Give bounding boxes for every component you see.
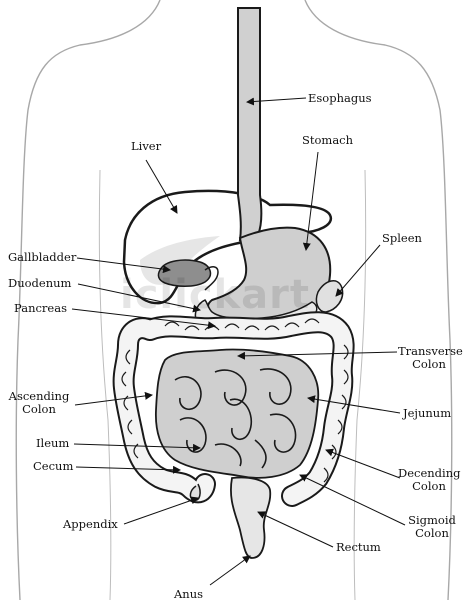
gallbladder-shape xyxy=(157,259,212,287)
label-ascending-colon-line2: Colon xyxy=(22,402,56,416)
label-decending-colon-line1: Decending xyxy=(398,466,461,480)
label-stomach: Stomach xyxy=(302,133,354,147)
label-pancreas: Pancreas xyxy=(14,301,67,315)
pointer-anus xyxy=(209,555,251,586)
label-spleen: Spleen xyxy=(382,231,422,245)
small-intestine-shape xyxy=(155,348,320,479)
rectum-shape xyxy=(230,476,272,559)
bile-duct xyxy=(204,266,219,291)
watermark-text: iclickart xyxy=(120,272,310,318)
label-decending-colon: Decending Colon xyxy=(398,466,461,493)
pointer-gallbladder xyxy=(76,257,171,274)
esophagus-shape xyxy=(237,7,263,242)
label-ascending-colon: Ascending Colon xyxy=(8,390,70,416)
label-appendix: Appendix xyxy=(63,517,118,531)
pointer-appendix xyxy=(123,496,199,525)
label-ileum: Ileum xyxy=(36,436,70,450)
pointer-cecum xyxy=(75,465,181,474)
pointer-ascending-colon xyxy=(74,391,153,406)
pointer-transverse-colon xyxy=(237,351,398,360)
body-outline xyxy=(15,0,161,600)
label-anus: Anus xyxy=(174,587,204,600)
pointer-ileum xyxy=(73,443,201,452)
colon-haustra xyxy=(121,318,349,483)
pointer-liver xyxy=(145,159,178,214)
pointer-rectum xyxy=(257,511,334,548)
pointer-duodenum xyxy=(77,283,201,313)
pointer-pancreas xyxy=(71,308,216,330)
pointer-lines xyxy=(71,97,406,586)
torso-line xyxy=(98,169,112,600)
small-intestine-loops xyxy=(174,368,297,469)
torso-line xyxy=(353,169,367,600)
label-esophagus: Esophagus xyxy=(308,91,372,105)
body-outline xyxy=(304,0,453,600)
label-liver: Liver xyxy=(131,139,162,153)
label-decending-colon-line2: Colon xyxy=(412,479,446,493)
pointer-stomach xyxy=(302,151,319,251)
label-sigmoid-colon-line1: Sigmoid xyxy=(408,513,456,527)
pointer-jejunum xyxy=(307,395,401,414)
label-transverse-colon-line1: Transverse xyxy=(398,344,463,358)
pointer-sigmoid-colon xyxy=(299,474,406,526)
label-sigmoid-colon: Sigmoid Colon xyxy=(404,514,460,540)
label-jejunum: Jejunum xyxy=(403,406,452,420)
pointer-spleen xyxy=(335,244,381,297)
label-ascending-colon-line1: Ascending xyxy=(8,389,70,403)
pointer-esophagus xyxy=(246,97,307,106)
label-cecum: Cecum xyxy=(33,459,74,473)
label-rectum: Rectum xyxy=(336,540,381,554)
label-gallbladder: Gallbladder xyxy=(8,250,77,264)
label-duodenum: Duodenum xyxy=(8,276,72,290)
label-transverse-colon: Transverse Colon xyxy=(398,344,463,371)
pointer-decending-colon xyxy=(325,448,401,479)
label-sigmoid-colon-line2: Colon xyxy=(415,526,449,540)
label-transverse-colon-line2: Colon xyxy=(412,357,446,371)
